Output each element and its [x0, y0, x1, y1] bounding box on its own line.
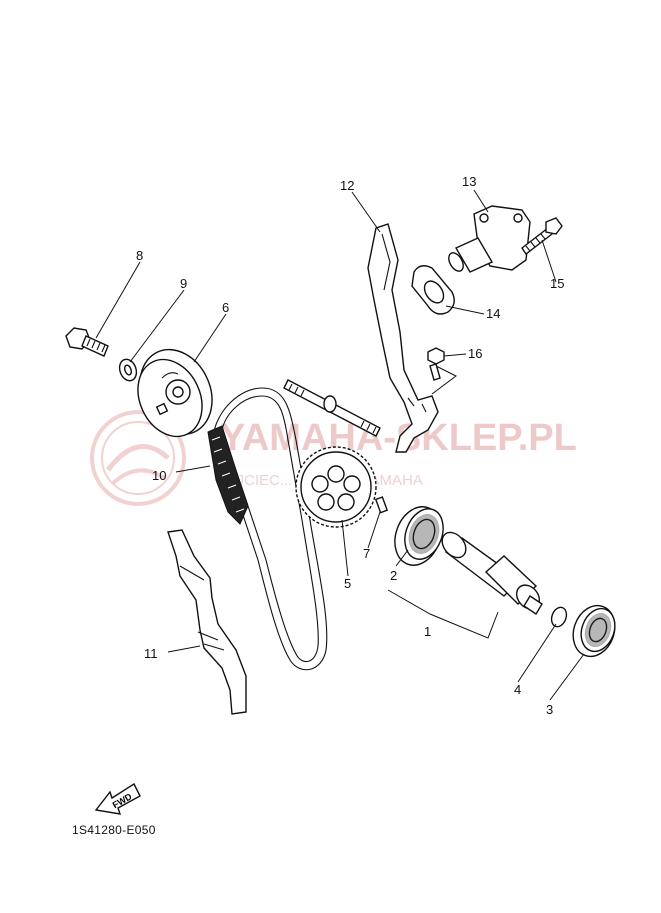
fwd-arrow-icon: FWD [94, 782, 141, 815]
callout-labels: 1 2 3 4 5 6 7 8 9 10 11 12 13 14 15 16 [136, 174, 564, 717]
part-16-bolt [427, 347, 445, 381]
part-5-sprocket [295, 446, 377, 528]
part-3-bearing [572, 604, 616, 658]
callout-6: 6 [222, 300, 229, 315]
callout-3: 3 [546, 702, 553, 717]
part-7-pin [374, 496, 389, 514]
callout-8: 8 [136, 248, 143, 263]
watermark-logo [90, 410, 186, 506]
part-10-chain [207, 387, 328, 671]
stud-bolt [283, 379, 381, 437]
part-15-bolt [521, 217, 563, 256]
part-4-o-ring [550, 606, 568, 628]
callout-7: 7 [363, 546, 370, 561]
part-14-gasket [411, 265, 455, 315]
callout-1: 1 [424, 624, 431, 639]
callout-10: 10 [152, 468, 166, 483]
part-13-tensioner [448, 205, 531, 273]
callout-5: 5 [344, 576, 351, 591]
callout-11: 11 [144, 646, 158, 661]
callout-14: 14 [486, 306, 500, 321]
callout-12: 12 [340, 178, 354, 193]
callout-13: 13 [462, 174, 476, 189]
part-2-bearing [394, 506, 444, 566]
leader-lines [95, 189, 585, 701]
diagram-code: 1S41280-E050 [72, 823, 156, 837]
part-11-chain-guide [167, 529, 247, 715]
callout-15: 15 [550, 276, 564, 291]
callout-16: 16 [468, 346, 482, 361]
part-1-camshaft [441, 531, 543, 615]
callout-2: 2 [390, 568, 397, 583]
part-6-plate [137, 348, 213, 438]
part-9-washer [118, 358, 138, 382]
part-8-bolt [65, 327, 109, 357]
part-12-tensioner-guide [367, 223, 439, 453]
callout-4: 4 [514, 682, 521, 697]
callout-9: 9 [180, 276, 187, 291]
